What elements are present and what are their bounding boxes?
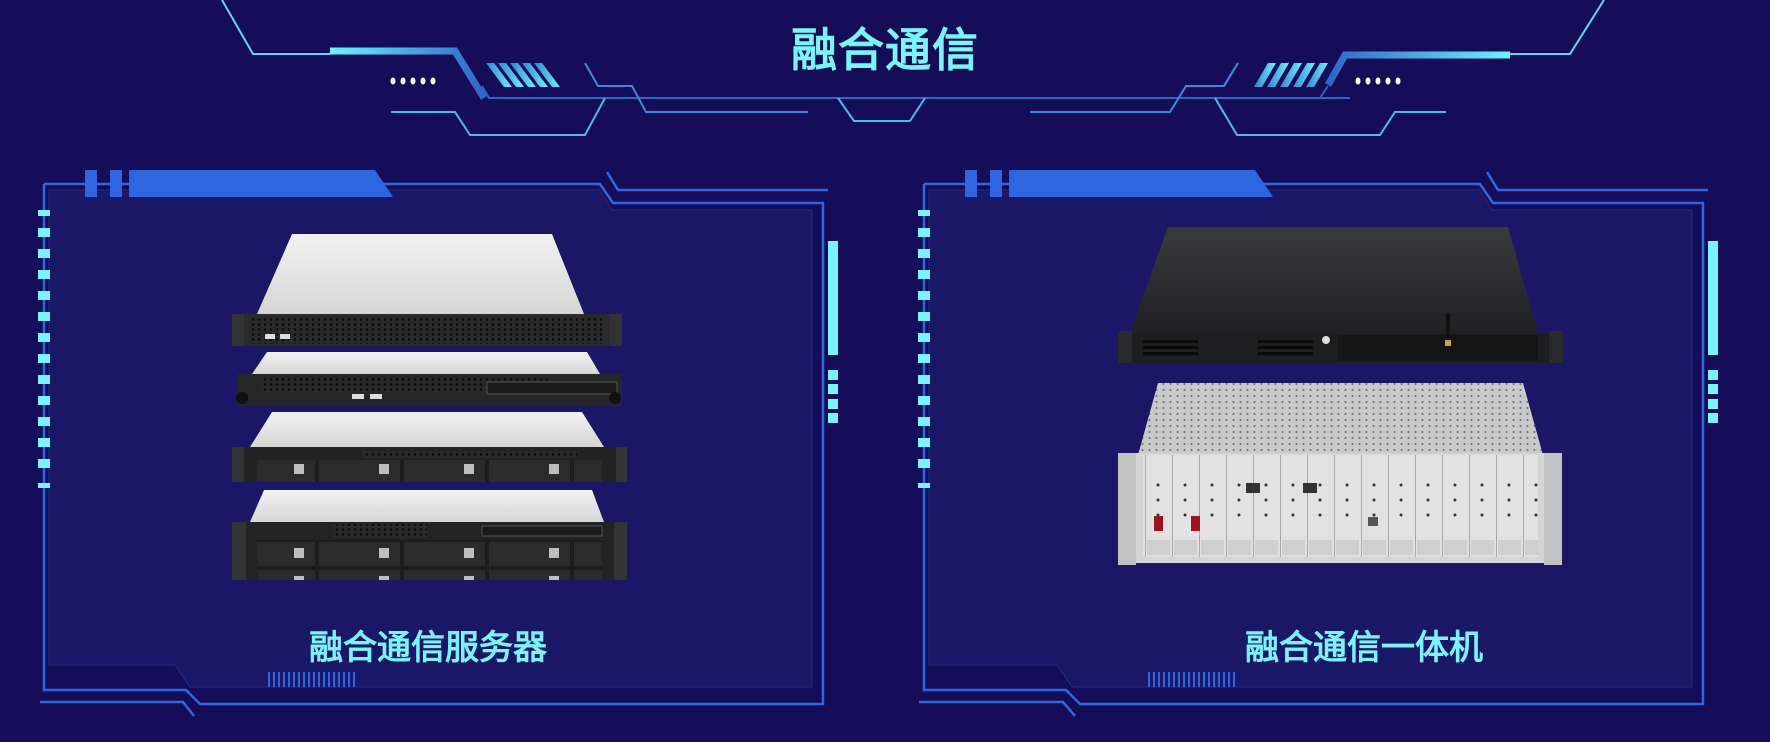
page-title: 融合通信: [791, 23, 979, 77]
right-dots-icon: [1355, 77, 1401, 85]
integrated-appliance-icon: [1118, 227, 1563, 565]
left-hatch-icon: [268, 672, 355, 687]
left-dots-icon: [390, 77, 436, 85]
header-decoration: [221, 0, 1605, 136]
panel-title-appliance: 融合通信一体机: [1245, 628, 1483, 668]
left-stripes-icon: [486, 63, 560, 87]
right-hatch-icon: [1148, 672, 1235, 687]
right-stripes-icon: [1254, 63, 1328, 87]
panel-title-server: 融合通信服务器: [309, 628, 547, 668]
rack-servers-stack-icon: [232, 234, 627, 580]
